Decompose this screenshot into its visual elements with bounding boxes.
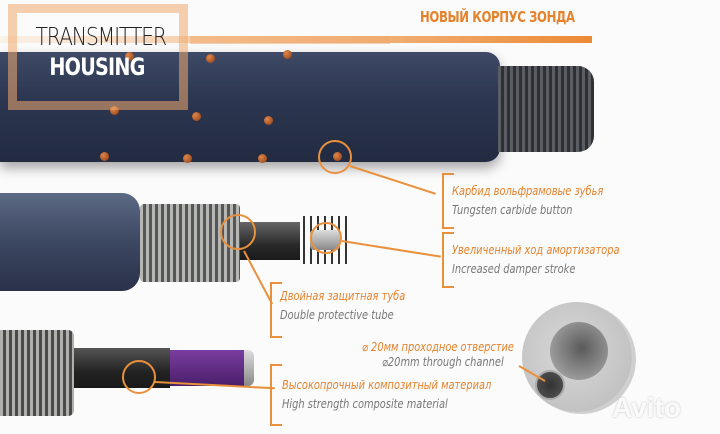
carbide-button-dot [283, 50, 292, 59]
purple-sleeve [170, 350, 246, 386]
carbide-button-dot [258, 154, 267, 163]
carbide-button-dot [100, 152, 109, 161]
callout-ru: Карбид вольфрамовые зубья [452, 184, 604, 198]
highlight-ring [122, 360, 156, 394]
callout-ru: Двойная защитная туба [280, 289, 406, 303]
leader-line [341, 240, 441, 258]
carbide-button-dot [125, 52, 134, 61]
callout-bracket [442, 232, 454, 288]
callout-bracket [270, 364, 282, 426]
callout-ru: ⌀ 20мм проходное отверстие [362, 340, 514, 354]
cross-section-inner [550, 322, 608, 380]
threaded-end [498, 66, 594, 152]
callout-en: ⌀20mm through channel [382, 355, 504, 369]
carbide-button-dot [264, 116, 273, 125]
threaded-section-bottom [0, 330, 74, 416]
callout-ru: Увеличенный ход амортизатора [452, 243, 620, 257]
callout-en: High strength composite material [282, 397, 448, 411]
carbide-button-dot [192, 112, 201, 121]
callout-ru: Высокопрочный композитный материал [282, 378, 492, 392]
housing-pipe-section [0, 193, 140, 291]
title-block: TRANSMITTER HOUSING [22, 14, 172, 92]
end-cap [244, 350, 254, 386]
callout-bracket [270, 282, 282, 338]
callout-en: Double protective tube [280, 308, 394, 322]
title-bar [190, 36, 390, 44]
leader-line [349, 165, 436, 195]
highlight-ring [220, 214, 256, 250]
carbide-button-dot [110, 106, 119, 115]
carbide-button-dot [183, 154, 192, 163]
callout-en: Increased damper stroke [452, 262, 576, 276]
highlight-ring [318, 140, 352, 174]
highlight-ring [310, 222, 342, 254]
callout-en: Tungsten carbide button [452, 203, 573, 217]
carbide-button-dot [206, 54, 215, 63]
callout-bracket [442, 173, 454, 229]
title-line-1: TRANSMITTER [35, 22, 168, 51]
page-heading: НОВЫЙ КОРПУС ЗОНДА [420, 8, 575, 26]
through-channel [535, 370, 565, 400]
title-frame [8, 4, 188, 110]
watermark: Avito [612, 392, 681, 423]
title-line-2: HOUSING [49, 53, 145, 81]
